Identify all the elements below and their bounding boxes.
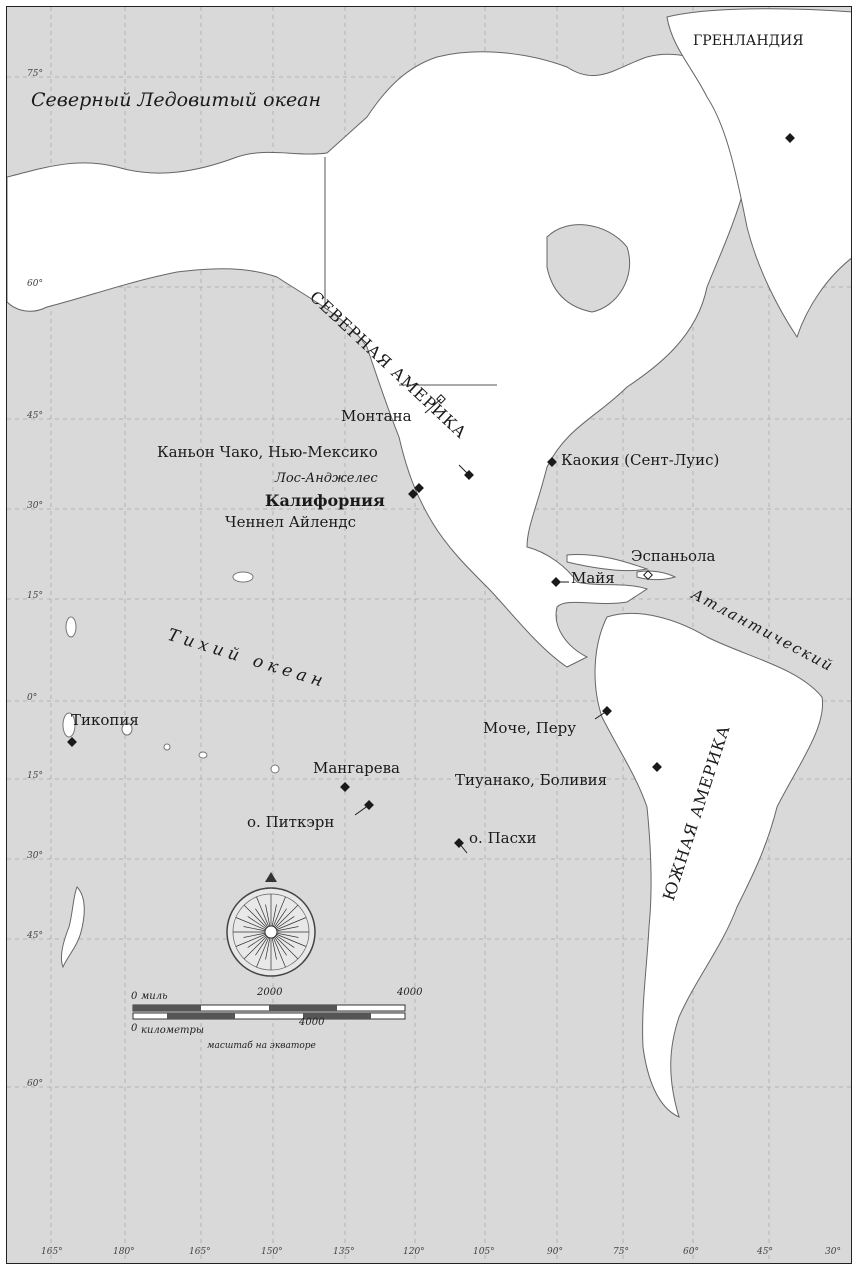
arctic-ocean-label: Северный Ледовитый океан — [31, 89, 322, 111]
compass-rose — [226, 872, 316, 977]
lon-tick: 75° — [613, 1247, 629, 1257]
scale-miles-mid: 2000 — [257, 987, 283, 998]
scale-km-mid: 4000 — [299, 1017, 325, 1028]
cuba — [566, 553, 649, 572]
marker-greenland — [785, 133, 795, 143]
marker-tiwanaku — [652, 762, 662, 772]
lat-tick: 30° — [27, 851, 43, 861]
marker-los-angeles — [414, 483, 424, 493]
lat-tick: 15° — [27, 771, 43, 781]
lon-tick: 180° — [113, 1247, 135, 1257]
lon-tick: 150° — [261, 1247, 283, 1257]
lon-tick: 90° — [547, 1247, 563, 1257]
mangareva-label: Мангарева — [313, 759, 400, 777]
lat-tick: 60° — [27, 279, 43, 289]
marker-mangareva — [340, 782, 350, 792]
lon-tick: 60° — [683, 1247, 699, 1257]
maya-label: Майя — [571, 569, 615, 587]
pacific-islands — [62, 571, 280, 774]
greenland-landmass — [666, 8, 851, 339]
scale-note: масштаб на экваторе — [207, 1041, 316, 1051]
california-label: Калифорния — [265, 491, 385, 510]
scale-miles-max: 4000 — [397, 987, 423, 998]
lon-tick: 165° — [41, 1247, 63, 1257]
marker-tikopia — [67, 737, 77, 747]
hudson-bay — [546, 224, 631, 313]
marker-hispaniola — [643, 570, 653, 580]
marker-california — [408, 489, 418, 499]
scale-miles-zero: 0 — [131, 991, 138, 1002]
los-angeles-label: Лос-Анджелес — [275, 471, 378, 486]
tikopia-label: Тикопия — [71, 711, 139, 729]
lon-tick: 30° — [825, 1247, 841, 1257]
marker-cahokia — [547, 457, 557, 467]
tiwanaku-label: Тиуанако, Боливия — [455, 771, 608, 789]
north-america-landmass — [7, 51, 753, 668]
south-america-landmass — [594, 612, 824, 1118]
new-zealand — [60, 886, 85, 969]
greenland-label: ГРЕНЛАНДИЯ — [693, 33, 804, 49]
pitcairn-label: о. Питкэрн — [247, 813, 335, 831]
map-frame: Северный Ледовитый океан ГРЕНЛАНДИЯ СЕВЕ… — [6, 6, 852, 1264]
scale-km-zero: 0 — [131, 1023, 138, 1034]
lat-tick: 45° — [27, 931, 43, 941]
lon-tick: 165° — [189, 1247, 211, 1257]
scale-bar — [132, 1004, 406, 1020]
scale-km-unit: километры — [141, 1025, 205, 1036]
map-canvas — [7, 7, 851, 1263]
lat-tick: 45° — [27, 411, 43, 421]
lat-tick: 75° — [27, 69, 43, 79]
moche-label: Моче, Перу — [483, 719, 577, 737]
lon-tick: 135° — [333, 1247, 355, 1257]
lat-tick: 30° — [27, 501, 43, 511]
lat-tick: 15° — [27, 591, 43, 601]
hispaniola-island — [636, 570, 677, 581]
lon-tick: 105° — [473, 1247, 495, 1257]
lon-tick: 120° — [403, 1247, 425, 1257]
hispaniola-label: Эспаньола — [631, 547, 716, 565]
lat-tick: 60° — [27, 1079, 43, 1089]
cahokia-label: Каокия (Сент-Луис) — [561, 451, 720, 469]
montana-label: Монтана — [341, 407, 412, 425]
easter-label: о. Пасхи — [469, 829, 537, 847]
site-markers — [67, 133, 795, 854]
lon-tick: 45° — [757, 1247, 773, 1257]
lat-tick: 0° — [27, 693, 38, 703]
channel-islands-label: Ченнел Айлендс — [225, 513, 357, 531]
scale-miles-unit: миль — [141, 991, 168, 1002]
chaco-label: Каньон Чако, Нью-Мексико — [157, 443, 378, 461]
